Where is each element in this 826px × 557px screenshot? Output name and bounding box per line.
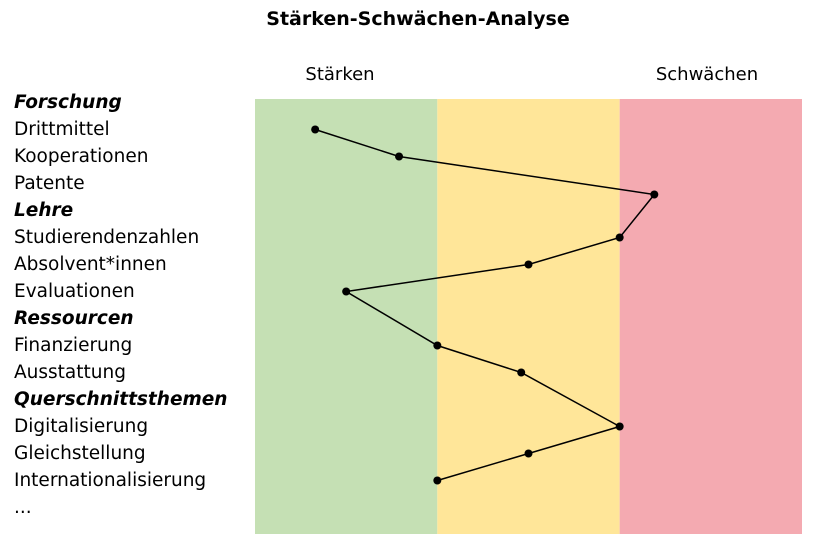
- data-point: [395, 152, 404, 161]
- criterion-label: Internationalisierung: [14, 470, 207, 491]
- category-heading: Lehre: [14, 200, 74, 221]
- criterion-label: Digitalisierung: [14, 416, 149, 437]
- criterion-label: Patente: [14, 173, 85, 194]
- criterion-label: Studierendenzahlen: [14, 227, 200, 248]
- criterion-label: Drittmittel: [14, 119, 110, 140]
- strengths-header: Stärken: [305, 64, 375, 85]
- criterion-label: Absolvent*innen: [14, 254, 167, 275]
- criterion-label: Finanzierung: [14, 335, 133, 356]
- data-point: [311, 125, 320, 134]
- data-point: [650, 190, 659, 199]
- data-point: [433, 476, 442, 485]
- strength-band: [255, 99, 438, 534]
- criterion-label: Ausstattung: [14, 362, 126, 383]
- neutral-band: [437, 99, 620, 534]
- category-heading: Ressourcen: [14, 308, 134, 329]
- category-heading: Forschung: [14, 92, 122, 113]
- data-point: [524, 449, 533, 458]
- data-point: [615, 233, 624, 242]
- weaknesses-header: Schwächen: [655, 64, 759, 85]
- criterion-label: Kooperationen: [14, 146, 149, 167]
- data-point: [615, 422, 624, 431]
- data-point: [517, 368, 526, 377]
- data-point: [342, 287, 351, 296]
- diagram-title: Stärken-Schwächen-Analyse: [266, 8, 570, 30]
- data-point: [524, 260, 533, 269]
- criterion-label: Evaluationen: [14, 281, 135, 302]
- criterion-label: Gleichstellung: [14, 443, 146, 464]
- weakness-band: [619, 99, 802, 534]
- data-point: [433, 341, 442, 350]
- category-heading: Querschnittsthemen: [14, 389, 228, 410]
- criterion-label: ...: [14, 497, 32, 518]
